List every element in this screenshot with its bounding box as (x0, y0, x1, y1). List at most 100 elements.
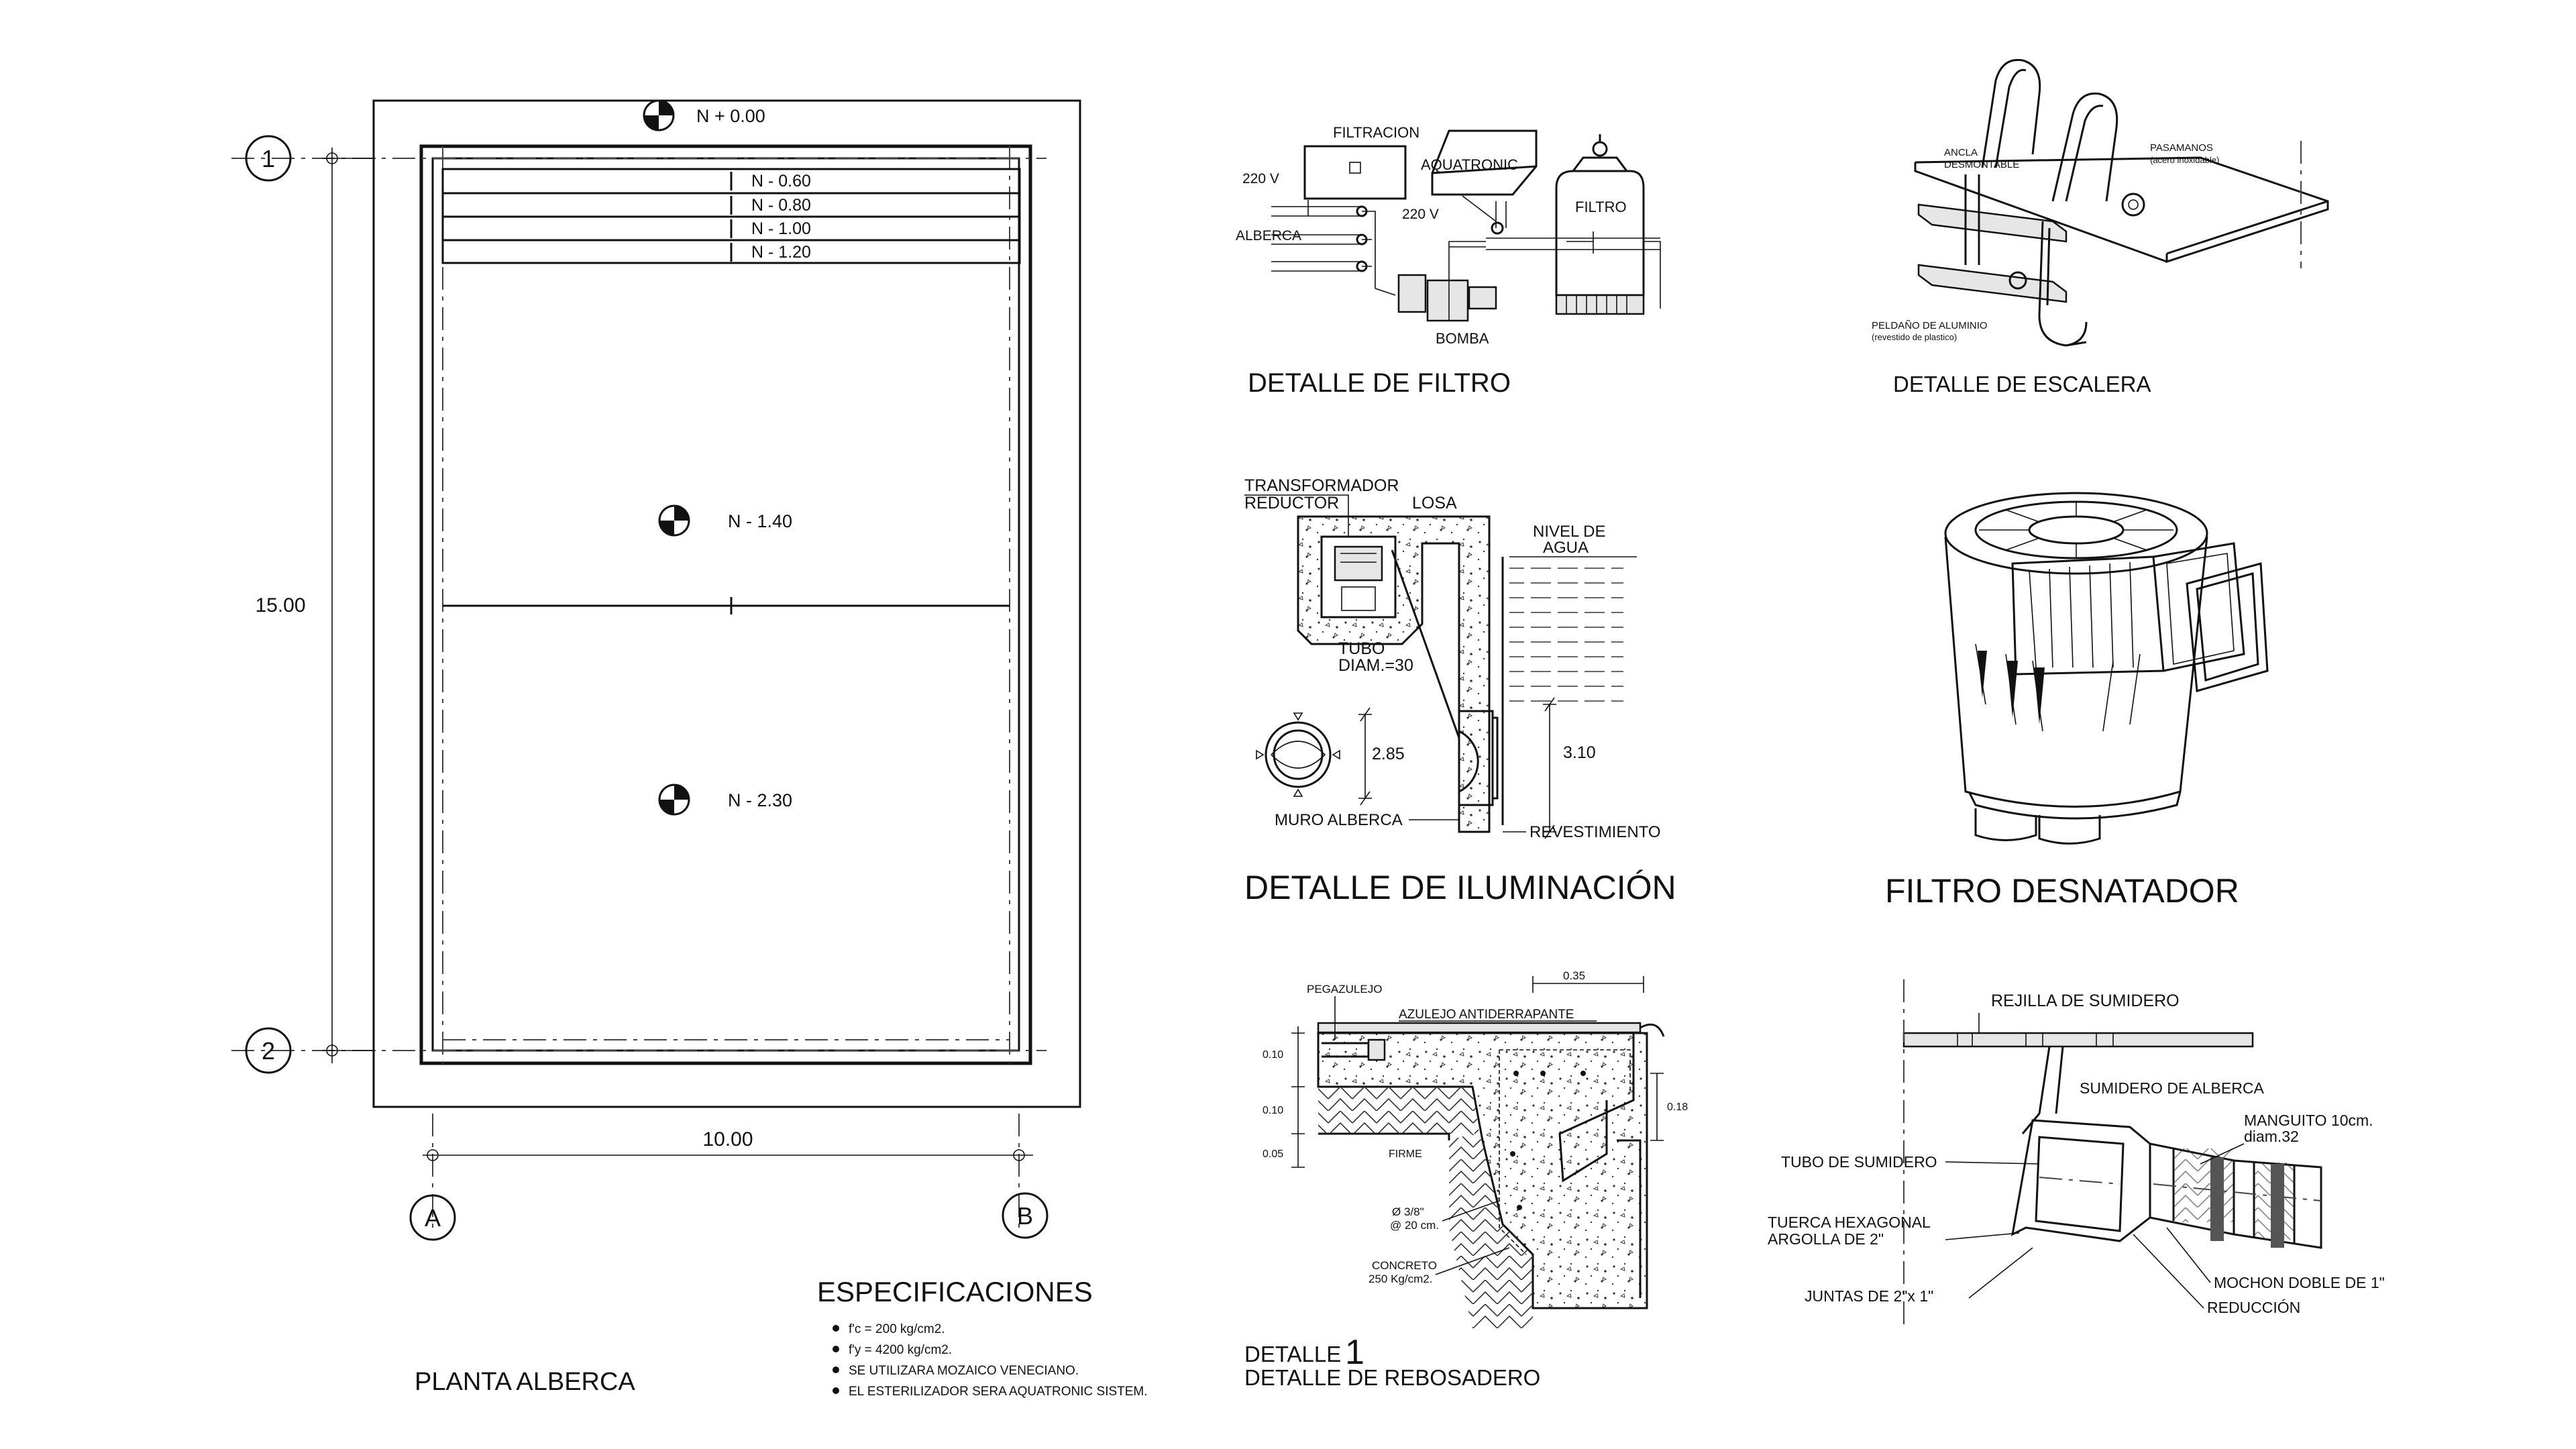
label-pasamanos-2: (acero inoxidable) (2150, 155, 2219, 165)
grid-label-1: 1 (262, 145, 275, 172)
overflow-detail-number: 1 (1345, 1333, 1364, 1372)
label-rejilla: REJILLA DE SUMIDERO (1991, 991, 2180, 1010)
ladder-step-2 (1917, 264, 2068, 303)
dim-035: 0.35 (1563, 969, 1585, 982)
handrail-right (2051, 92, 2118, 202)
label-220v-b: 220 V (1402, 207, 1439, 222)
level-shallow: N - 1.40 (728, 511, 792, 531)
handrail-left (1981, 58, 2041, 168)
label-reductor: REDUCTOR (1244, 494, 1339, 513)
label-concreto-2: 250 Kg/cm2. (1368, 1273, 1432, 1285)
label-diam: DIAM.=30 (1338, 656, 1413, 675)
grid-label-2: 2 (262, 1037, 275, 1065)
dim-010b: 0.10 (1263, 1105, 1283, 1116)
grid-bubble-a (409, 1194, 456, 1241)
skimmer-detail-title: FILTRO DESNATADOR (1885, 872, 2239, 910)
dim-010a: 0.10 (1263, 1049, 1283, 1061)
label-220v-a: 220 V (1242, 171, 1279, 186)
spec-item-4: EL ESTERILIZADOR SERA AQUATRONIC SISTEM. (849, 1385, 1148, 1399)
level-marker-icon (643, 99, 675, 131)
anchor-bolt (2121, 193, 2145, 217)
label-nivel: NIVEL DE (1533, 523, 1605, 541)
level-deep: N - 2.30 (728, 790, 792, 810)
level-step1: N - 0.60 (751, 172, 811, 191)
deck-outline (372, 99, 1081, 1108)
deck-slab (1914, 156, 2329, 264)
water-hatch (1509, 564, 1623, 711)
dim-005: 0.05 (1263, 1148, 1283, 1160)
filtration-box (1303, 145, 1407, 200)
label-pegazulejo: PEGAZULEJO (1307, 983, 1382, 996)
pump-icon (1397, 274, 1497, 322)
spec-item-3: SE UTILIZARA MOZAICO VENECIANO. (849, 1364, 1079, 1378)
label-varilla-1: Ø 3/8" (1392, 1205, 1424, 1218)
overflow-gutter (1558, 1033, 1635, 1183)
lighting-detail: 3.10 2.85 TRANSFORMADOR REDUCTOR LOSA NI… (1244, 476, 1676, 906)
plan-title: PLANTA ALBERCA (415, 1368, 635, 1396)
label-filtro: FILTRO (1575, 199, 1627, 215)
specs-title: ESPECIFICACIONES (817, 1276, 1093, 1307)
dim-width: 10.00 (702, 1128, 753, 1150)
ladder-step-1 (1917, 203, 2068, 243)
label-pasamanos-1: PASAMANOS (2150, 142, 2213, 154)
label-alberca: ALBERCA (1236, 228, 1301, 244)
grid-label-a: A (425, 1204, 441, 1232)
overflow-title-1: DETALLE (1244, 1342, 1341, 1366)
level-marker-icon (658, 784, 690, 816)
dim-length: 15.00 (255, 594, 305, 616)
grid-bubble-2 (245, 1027, 292, 1074)
label-tubo: TUBO (1338, 639, 1385, 658)
drain-grate (1902, 1032, 2254, 1048)
label-agua: AGUA (1543, 539, 1589, 557)
drain-detail: REJILLA DE SUMIDERO SUMIDERO DE ALBERCA … (1768, 979, 2385, 1328)
level-step3: N - 1.00 (751, 219, 811, 238)
label-bomba: BOMBA (1436, 330, 1489, 347)
label-transformador: TRANSFORMADOR (1244, 476, 1399, 495)
label-losa: LOSA (1412, 494, 1457, 513)
lighting-detail-title: DETALLE DE ILUMINACIÓN (1244, 869, 1676, 906)
label-concreto-1: CONCRETO (1372, 1259, 1437, 1272)
label-muro: MURO ALBERCA (1275, 811, 1403, 829)
label-revestimiento: REVESTIMIENTO (1529, 823, 1661, 841)
overflow-title-2: DETALLE DE REBOSADERO (1244, 1365, 1540, 1390)
pool-wall-inner (431, 157, 1020, 1052)
level-marker-icon (658, 504, 690, 537)
overflow-detail: 0.35 0.10 0.10 0.05 0.18 PEGAZULEJO AZUL… (1244, 969, 1688, 1390)
filter-tank-icon (1555, 134, 1645, 315)
label-tubo-sumidero: TUBO DE SUMIDERO (1781, 1153, 1937, 1171)
label-firme: FIRME (1389, 1148, 1422, 1160)
light-lens-icon (1458, 730, 1479, 793)
plan-view: N - 0.60 N - 0.80 N - 1.00 N - 1.20 N + … (231, 99, 1081, 1396)
label-peldano-1: PELDAÑO DE ALUMINIO (1872, 320, 1988, 331)
level-step4: N - 1.20 (751, 243, 811, 262)
label-mochon: MOCHON DOBLE DE 1" (2214, 1274, 2385, 1291)
grid-label-b: B (1017, 1202, 1033, 1230)
label-azulejo: AZULEJO ANTIDERRAPANTE (1399, 1008, 1574, 1022)
dim-285: 2.85 (1372, 745, 1405, 763)
skimmer-detail: FILTRO DESNATADOR (1885, 492, 2269, 910)
filter-detail-title: DETALLE DE FILTRO (1248, 368, 1511, 398)
label-tuerca-1: TUERCA HEXAGONAL (1768, 1214, 1931, 1231)
dim-310: 3.10 (1563, 743, 1596, 762)
ladder-detail-title: DETALLE DE ESCALERA (1893, 372, 2151, 396)
label-aquatronic: AQUATRONIC (1421, 156, 1518, 173)
dim-018: 0.18 (1667, 1102, 1688, 1113)
level-top: N + 0.00 (696, 106, 765, 126)
label-manguito-2: diam.32 (2244, 1128, 2299, 1145)
light-fixture-front-icon (1256, 712, 1340, 797)
grid-bubble-1 (245, 135, 292, 182)
label-varilla-2: @ 20 cm. (1390, 1219, 1439, 1232)
ladder-detail: ANCLA DESMONTABLE PASAMANOS (acero inoxi… (1872, 58, 2329, 396)
label-ancla-2: DESMONTABLE (1944, 159, 2019, 170)
label-filtracion: FILTRACION (1333, 124, 1419, 141)
specifications: ESPECIFICACIONES f'c = 200 kg/cm2. f'y =… (817, 1276, 1148, 1399)
skimmer-lid (1944, 492, 2208, 575)
spec-item-1: f'c = 200 kg/cm2. (849, 1322, 945, 1336)
label-juntas: JUNTAS DE 2"x 1" (1805, 1287, 1933, 1305)
label-tuerca-2: ARGOLLA DE 2" (1768, 1230, 1884, 1248)
grid-bubble-b (1002, 1192, 1049, 1239)
filter-detail: FILTRACION AQUATRONIC 220 V 220 V ALBERC… (1236, 124, 1661, 398)
label-sumidero: SUMIDERO DE ALBERCA (2080, 1079, 2264, 1097)
aquatronic-box (1431, 129, 1538, 196)
label-manguito-1: MANGUITO 10cm. (2244, 1112, 2373, 1129)
